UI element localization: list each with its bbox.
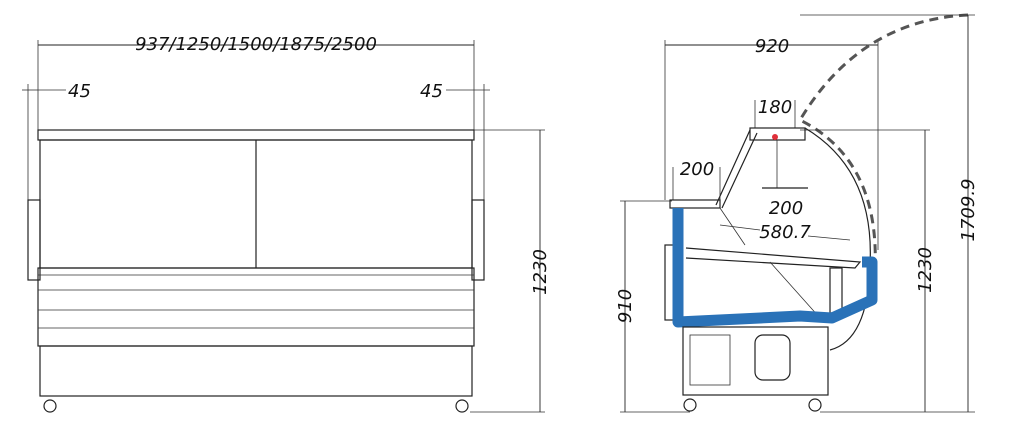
front-view: 937/1250/1500/1875/2500 45 45 1230 [22, 34, 551, 413]
wheel-icon [683, 398, 697, 412]
side-depth-dimension: 920 [755, 36, 789, 57]
left-offset-dimension: 45 [68, 81, 91, 102]
counter-height-dimension: 910 [615, 289, 636, 323]
wheel-icon [808, 398, 822, 412]
side-view: 920 1709.9 1230 910 180 200 200 580.7 [615, 13, 979, 413]
wheel-icon [455, 399, 469, 413]
front-width-dimension: 937/1250/1500/1875/2500 [135, 34, 377, 55]
compressor [754, 334, 791, 381]
wheel-icon [43, 399, 57, 413]
side-height-dimension: 1230 [915, 247, 936, 293]
shelf-dimension: 200 [769, 198, 803, 219]
insulation-cavity [672, 208, 878, 328]
front-height-dimension: 1230 [530, 249, 551, 295]
canopy-dimension: 180 [758, 97, 792, 118]
right-offset-dimension: 45 [420, 81, 443, 102]
lamp-icon [772, 134, 778, 140]
open-height-dimension: 1709.9 [958, 179, 979, 242]
top-shelf-dimension: 200 [680, 159, 714, 180]
display-depth-dimension: 580.7 [759, 222, 811, 243]
